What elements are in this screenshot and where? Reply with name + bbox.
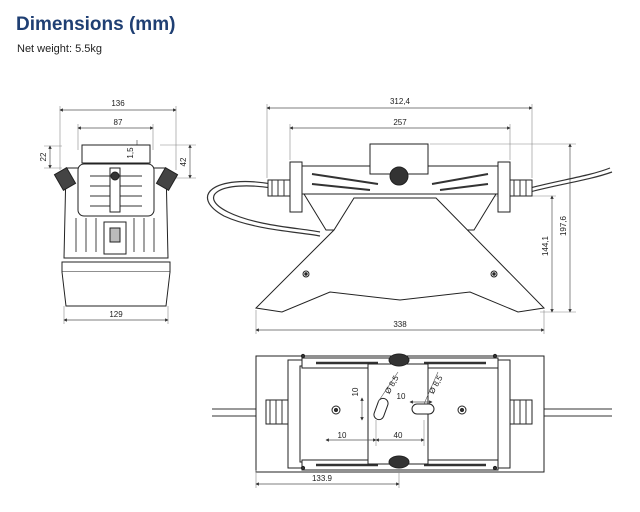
dim-top-offset: 10 bbox=[338, 431, 347, 440]
dim-front-total-height: 197,6 bbox=[559, 215, 568, 236]
dim-front-overall-width: 312,4 bbox=[390, 97, 411, 106]
dim-top-half-width: 133.9 bbox=[312, 474, 333, 483]
dim-side-gap: 1,5 bbox=[126, 147, 135, 159]
dim-side-right-height: 42 bbox=[179, 157, 188, 166]
dim-front-mount-height: 144,1 bbox=[541, 235, 550, 256]
dim-front-bracket-width: 257 bbox=[393, 118, 407, 127]
dim-top-slot-height: 10 bbox=[351, 387, 360, 396]
dim-top-slot-width: 10 bbox=[397, 392, 406, 401]
dim-side-base-width: 129 bbox=[109, 310, 123, 319]
top-view bbox=[212, 353, 612, 488]
dim-side-width-top: 136 bbox=[111, 99, 125, 108]
dim-side-left-height: 22 bbox=[39, 152, 48, 161]
net-weight-label: Net weight: 5.5kg bbox=[17, 43, 102, 55]
page-title: Dimensions (mm) bbox=[16, 14, 176, 35]
front-view bbox=[206, 104, 613, 334]
dim-front-base-width: 338 bbox=[393, 320, 407, 329]
dim-top-hole-spacing: 40 bbox=[394, 431, 403, 440]
side-view bbox=[44, 106, 196, 324]
dim-side-width-inner: 87 bbox=[114, 118, 123, 127]
